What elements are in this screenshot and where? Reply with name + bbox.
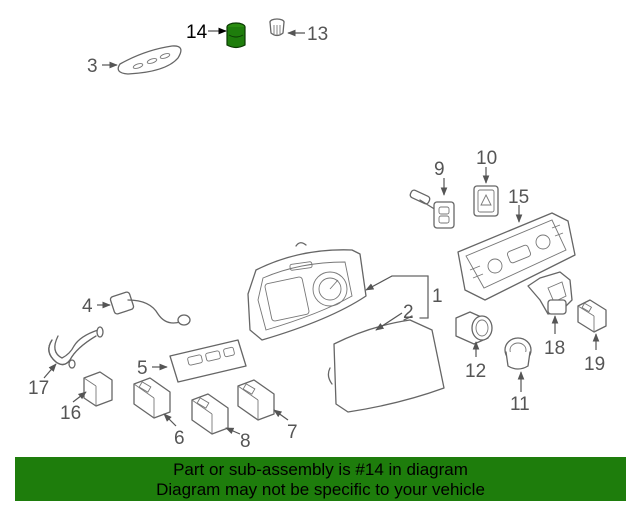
callout-16: 16 bbox=[60, 403, 81, 424]
part-9-switch[interactable] bbox=[409, 189, 455, 229]
part-2-cluster-lens[interactable] bbox=[327, 315, 445, 413]
part-15-control-panel[interactable] bbox=[457, 212, 576, 301]
part-11-start-button[interactable] bbox=[504, 337, 532, 370]
banner-line-part: Part or sub-assembly is #14 in diagram bbox=[173, 460, 468, 479]
callout-17: 17 bbox=[28, 378, 49, 399]
part-19-switch[interactable] bbox=[577, 299, 607, 333]
part-10-hazard-switch[interactable] bbox=[473, 185, 499, 217]
callout-1: 1 bbox=[432, 286, 443, 307]
part-1-instrument-cluster[interactable] bbox=[247, 242, 367, 341]
callout-18: 18 bbox=[544, 338, 565, 359]
part-7-switch[interactable] bbox=[237, 379, 275, 421]
callout-10: 10 bbox=[476, 148, 497, 169]
callout-14: 14 bbox=[186, 22, 208, 43]
info-banner: Part or sub-assembly is #14 in diagram D… bbox=[15, 457, 626, 501]
part-6-switch[interactable] bbox=[133, 377, 171, 419]
part-16-connector[interactable] bbox=[83, 371, 113, 407]
part-14-knob[interactable] bbox=[226, 22, 246, 49]
part-12-ignition-switch[interactable] bbox=[455, 311, 493, 345]
parts-diagram: 14 13 3 9 10 bbox=[28, 18, 607, 452]
callout-7: 7 bbox=[287, 422, 298, 443]
part-13-cap[interactable] bbox=[269, 18, 285, 37]
banner-line-disclaimer: Diagram may not be specific to your vehi… bbox=[156, 480, 485, 499]
part-5-switch-panel[interactable] bbox=[169, 339, 247, 383]
callout-19: 19 bbox=[584, 354, 605, 375]
callout-8: 8 bbox=[240, 431, 251, 452]
callout-15: 15 bbox=[508, 187, 529, 208]
part-17-hose[interactable] bbox=[48, 326, 104, 369]
callout-11: 11 bbox=[510, 394, 530, 415]
callout-2: 2 bbox=[403, 302, 414, 323]
callout-13: 13 bbox=[307, 24, 328, 45]
part-4-sensor[interactable] bbox=[109, 291, 191, 326]
callout-12: 12 bbox=[465, 361, 486, 382]
part-18-shifter-switch[interactable] bbox=[527, 271, 573, 315]
part-3-trim-cover[interactable] bbox=[117, 45, 182, 75]
callout-6: 6 bbox=[174, 428, 185, 449]
callout-3: 3 bbox=[87, 56, 98, 77]
callout-5: 5 bbox=[137, 358, 148, 379]
part-8-switch[interactable] bbox=[191, 393, 229, 435]
callout-9: 9 bbox=[434, 159, 445, 180]
callout-4: 4 bbox=[82, 296, 93, 317]
